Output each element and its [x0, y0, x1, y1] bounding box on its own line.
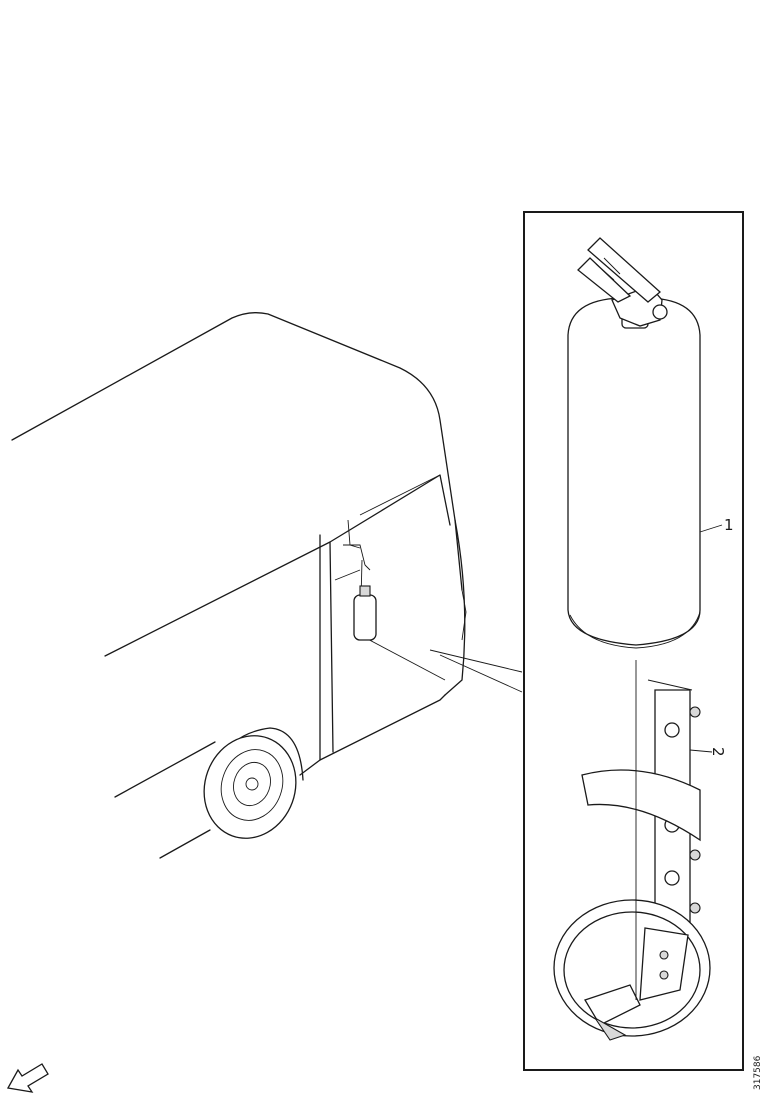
- callout-1-label: 1: [724, 516, 734, 534]
- callout-2-label: 2: [709, 747, 727, 757]
- figure-code: 317586: [753, 1055, 763, 1090]
- callout-2: 2: [689, 747, 727, 757]
- van-illustration: [11, 312, 523, 859]
- mounting-bracket-drawing: [553, 660, 711, 1041]
- detail-inset-frame: [523, 211, 744, 1071]
- callout-1: 1: [699, 516, 734, 534]
- fire-extinguisher-drawing: [567, 237, 701, 649]
- direction-arrow-icon: [6, 1063, 49, 1093]
